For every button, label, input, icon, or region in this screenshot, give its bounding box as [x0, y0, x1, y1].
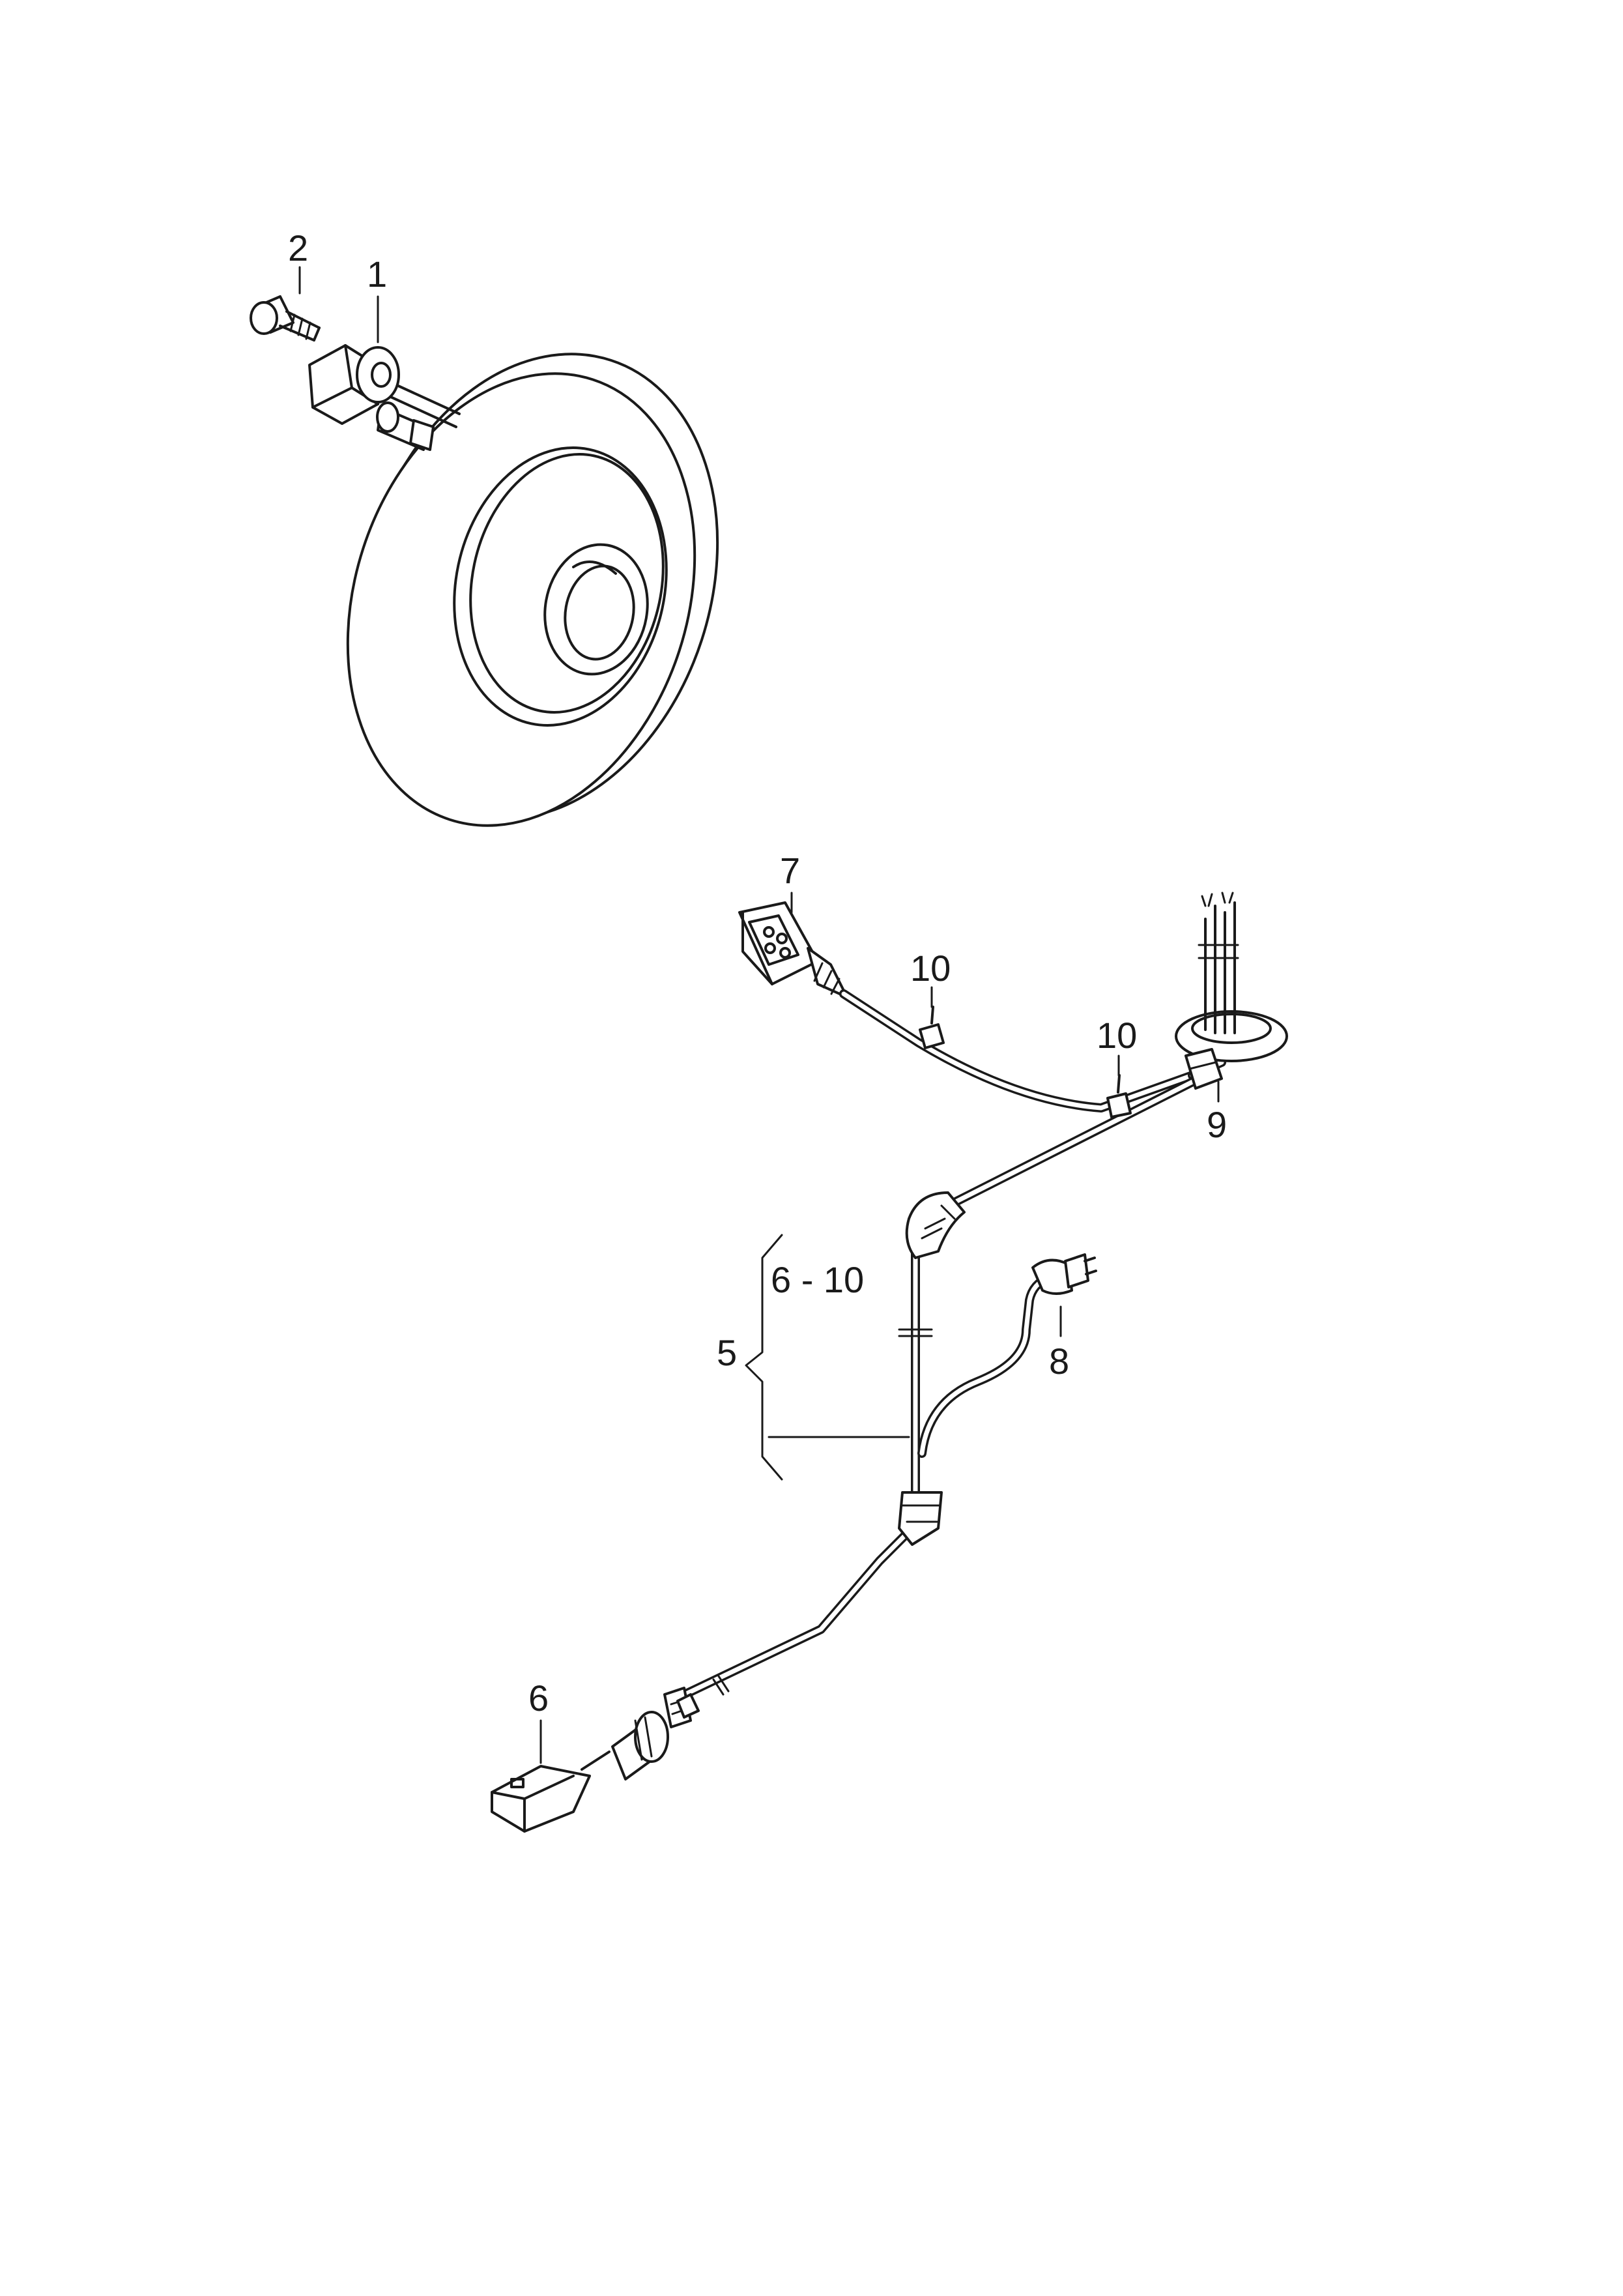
- callout-6: 6: [528, 1678, 549, 1719]
- junction-sleeve: [898, 1491, 943, 1546]
- callout-10b: 10: [1097, 1015, 1137, 1056]
- callout-1: 1: [367, 254, 387, 295]
- grommet-9: [1175, 892, 1288, 1090]
- wiring-harness: [667, 989, 1226, 1706]
- callout-10a: 10: [910, 948, 951, 989]
- elbow-boot: [905, 1191, 966, 1259]
- connector-6: [491, 1687, 700, 1833]
- temp-sensor-8: [1031, 1253, 1097, 1295]
- callout-9: 9: [1207, 1104, 1227, 1145]
- callout-7: 7: [780, 850, 800, 891]
- callout-5: 5: [717, 1332, 737, 1373]
- wheel-speed-sensor: [308, 344, 461, 451]
- callout-8: 8: [1049, 1341, 1069, 1382]
- callout-2: 2: [288, 227, 308, 269]
- callout-6-10: 6 - 10: [771, 1259, 864, 1300]
- leader-lines: [298, 266, 1220, 1764]
- bolt: [250, 295, 321, 341]
- brake-disc: [346, 353, 719, 827]
- connector-7: [738, 901, 848, 998]
- cable-clip-10b: [1106, 1074, 1132, 1118]
- cable-clip-10a: [919, 1006, 945, 1049]
